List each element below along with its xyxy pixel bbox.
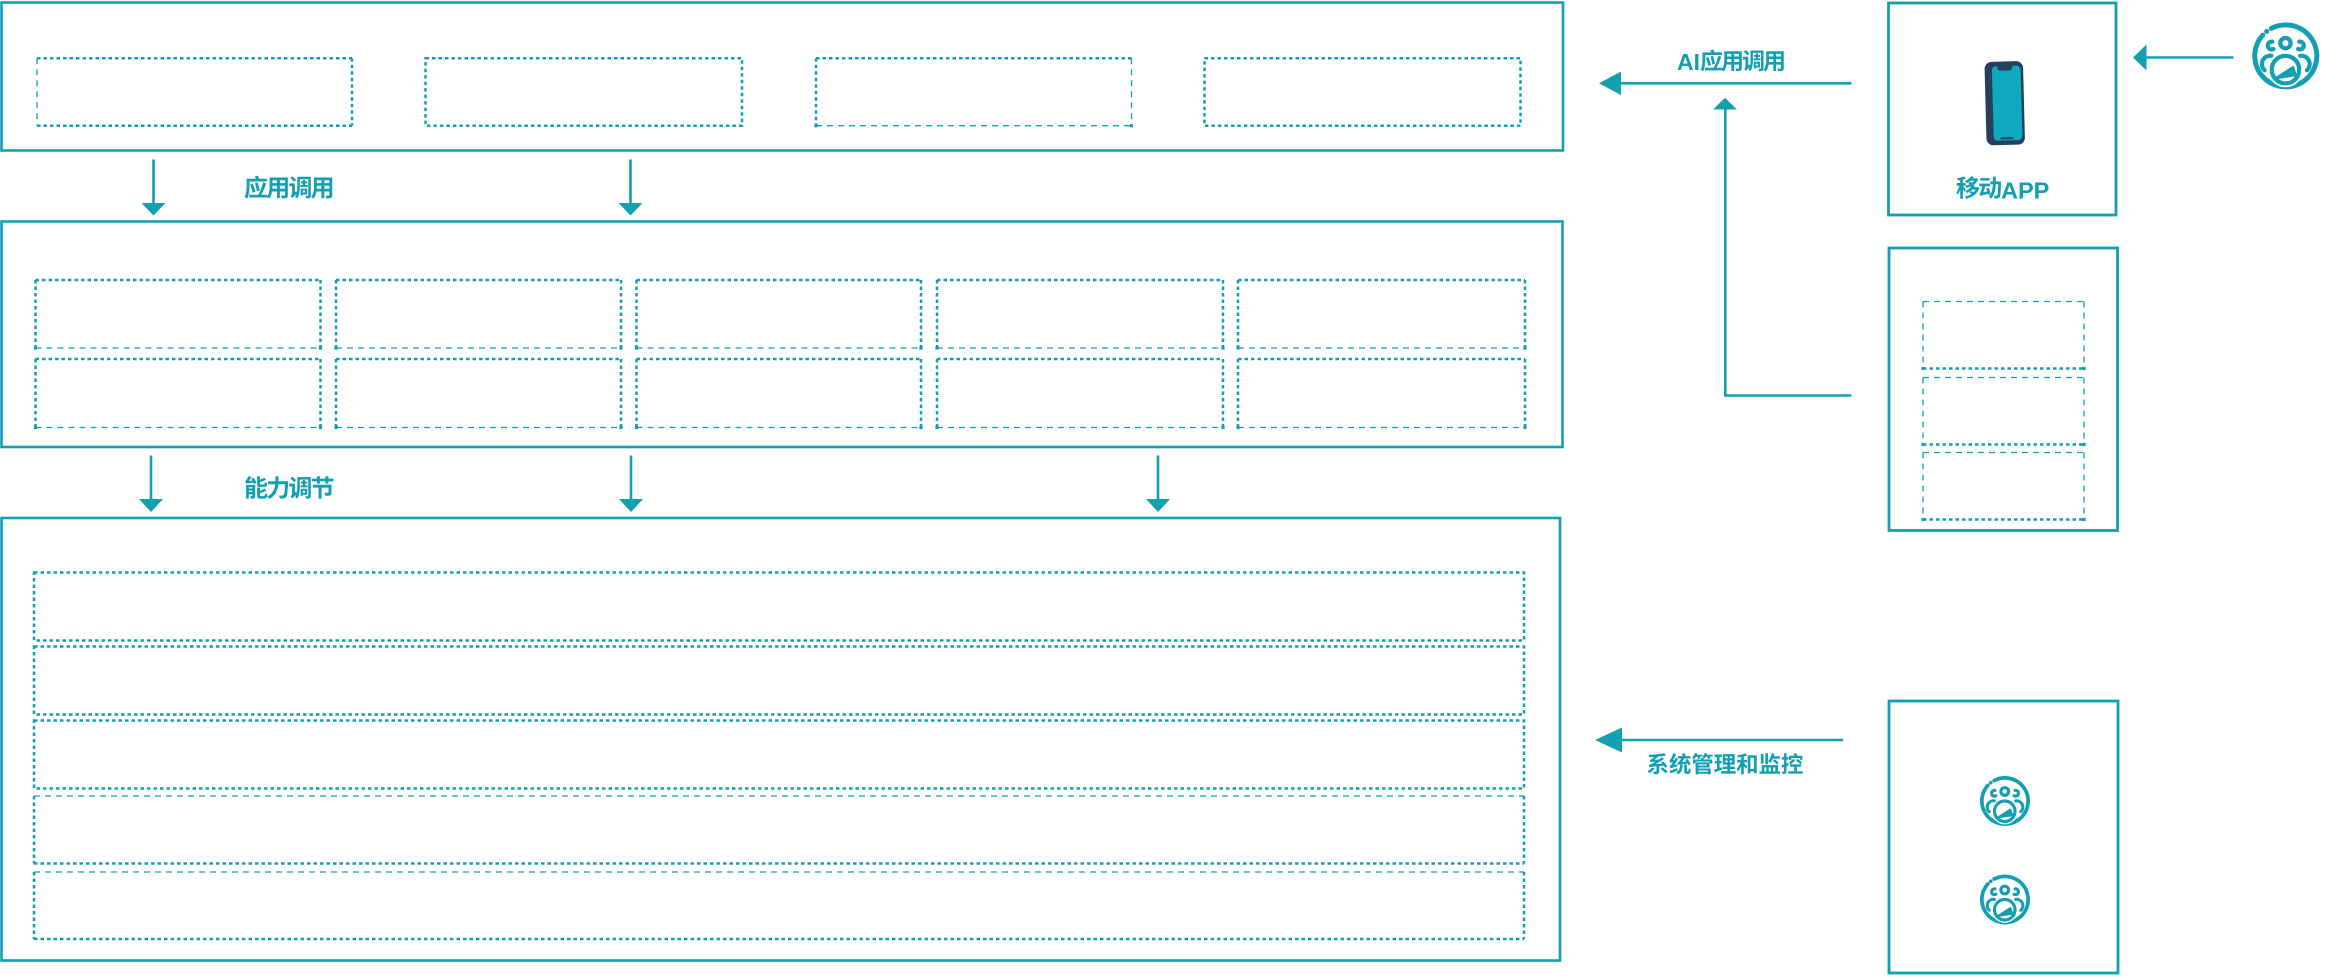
svg-text:AI: AI: [1677, 49, 1700, 75]
svg-text:APP: APP: [2001, 178, 2049, 204]
